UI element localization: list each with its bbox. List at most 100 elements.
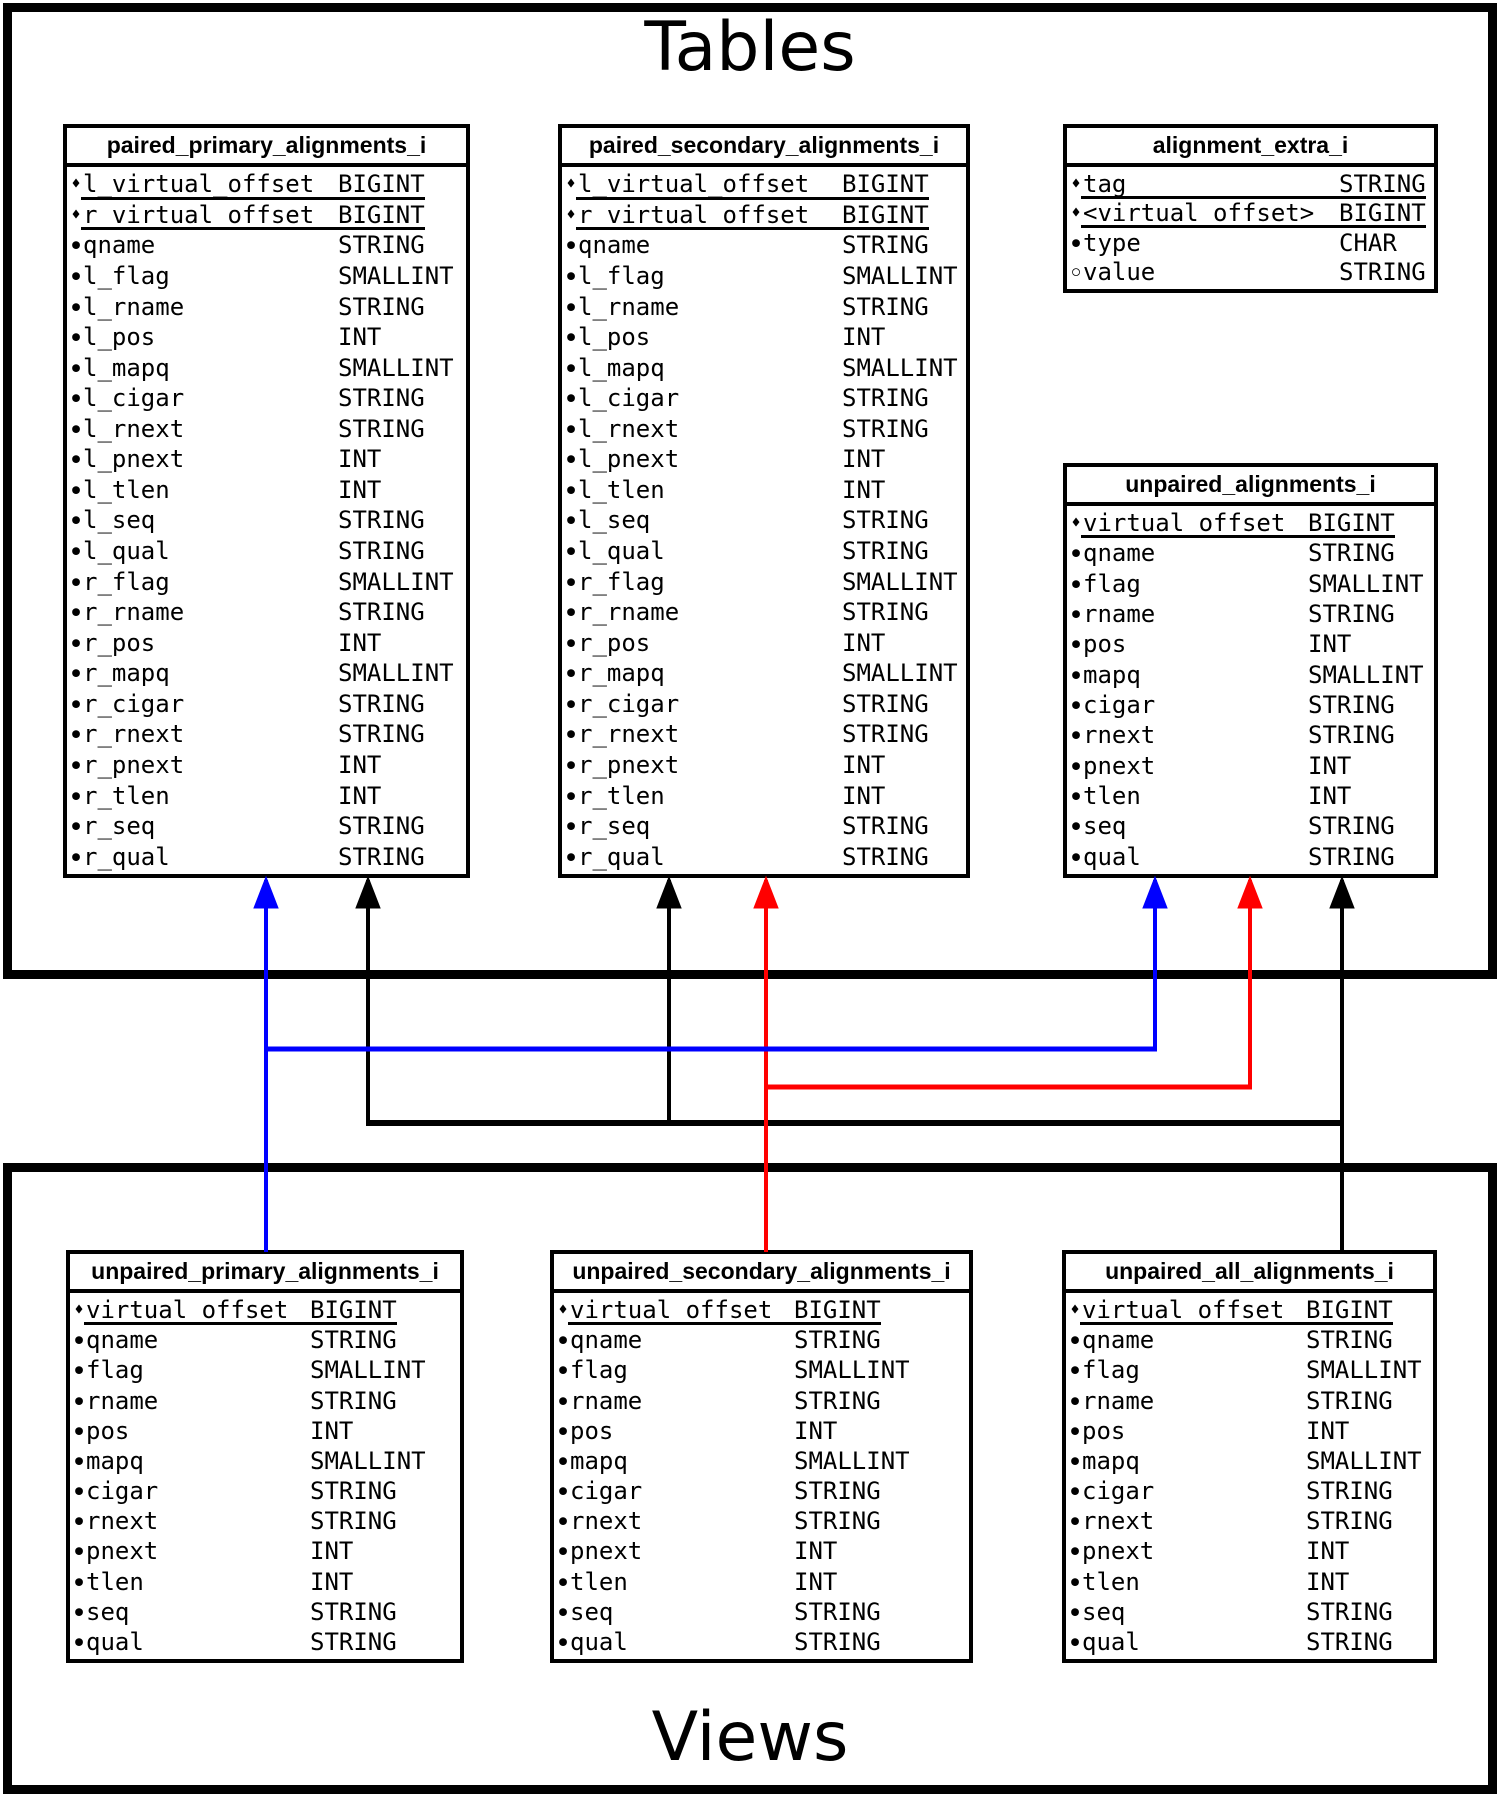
column-row: ● rname STRING [1066, 1386, 1433, 1416]
column-name: pos [1082, 1416, 1126, 1445]
column-bullet-icon: ● [72, 390, 80, 406]
column-name: mapq [86, 1446, 144, 1475]
column-name: pos [570, 1416, 614, 1445]
column-row: ● qname STRING [70, 1325, 460, 1355]
column-bullet-icon: ● [1072, 818, 1080, 834]
column-name: r_tlen [578, 781, 665, 810]
column-row: ● l_seq STRING [562, 505, 966, 536]
column-type: INT [1308, 630, 1352, 659]
column-row: ● seq STRING [1066, 1597, 1433, 1627]
column-type: STRING [1308, 842, 1395, 871]
column-type: STRING [842, 506, 929, 535]
views-section-title: Views [651, 1698, 849, 1777]
column-name: pnext [1082, 1537, 1155, 1566]
column-type: INT [1306, 1567, 1350, 1596]
column-name: rname [1083, 600, 1156, 629]
column-row: ● l_flag SMALLINT [67, 261, 466, 292]
column-type: STRING [842, 231, 929, 260]
column-bullet-icon: ● [559, 1423, 567, 1439]
column-type: INT [310, 1567, 354, 1596]
column-name: virtual_offset [1083, 509, 1286, 538]
column-name: rnext [1082, 1507, 1155, 1536]
column-row: ● qual STRING [70, 1627, 460, 1657]
column-name: l_mapq [83, 353, 170, 382]
column-name: l_pnext [578, 445, 680, 474]
column-bullet-icon: ● [567, 726, 575, 742]
column-bullet-icon: ● [559, 1362, 567, 1378]
column-type: INT [842, 323, 886, 352]
column-type: STRING [1306, 1386, 1393, 1415]
column-name: r_mapq [83, 659, 170, 688]
column-type: STRING [842, 720, 929, 749]
column-row: ● r_rname STRING [67, 597, 466, 628]
column-row: ● qual STRING [554, 1627, 969, 1657]
column-row: ♦ virtual_offset BIGINT [1067, 508, 1434, 539]
column-row: ♦ l_virtual_offset BIGINT [67, 169, 466, 200]
column-row: ♦ tag STRING [1067, 169, 1434, 199]
column-bullet-icon: ● [72, 543, 80, 559]
column-name: r_seq [578, 812, 651, 841]
column-row: ● rname STRING [1067, 599, 1434, 629]
column-name: cigar [86, 1477, 159, 1506]
entity-table-header: unpaired_all_alignments_i [1066, 1254, 1433, 1293]
column-row: ● r_mapq SMALLINT [562, 658, 966, 689]
column-bullet-icon: ● [72, 360, 80, 376]
column-name: rname [86, 1386, 159, 1415]
column-row: ● tlen INT [1067, 781, 1434, 811]
column-bullet-icon: ● [559, 1634, 567, 1650]
column-bullet-icon: ♦ [71, 174, 81, 193]
column-bullet-icon: ● [1071, 1513, 1079, 1529]
column-bullet-icon: ● [1071, 1604, 1079, 1620]
column-bullet-icon: ● [567, 360, 575, 376]
column-row: ♦ virtual_offset BIGINT [1066, 1295, 1433, 1326]
column-bullet-icon: ● [72, 788, 80, 804]
column-bullet-icon: ● [1071, 1543, 1079, 1559]
column-type: INT [1308, 782, 1352, 811]
column-name: flag [1083, 569, 1141, 598]
column-row: ● r_flag SMALLINT [67, 566, 466, 597]
column-row: ● r_pnext INT [67, 750, 466, 781]
column-type: INT [338, 475, 382, 504]
column-type: STRING [338, 842, 425, 871]
tables-section-title: Tables [644, 8, 856, 87]
column-type: STRING [338, 506, 425, 535]
column-name: qname [578, 231, 651, 260]
entity-table-header: unpaired_alignments_i [1067, 467, 1434, 506]
column-bullet-icon: ● [559, 1574, 567, 1590]
column-type: SMALLINT [310, 1446, 426, 1475]
column-bullet-icon: ● [1072, 849, 1080, 865]
column-type: SMALLINT [1308, 660, 1424, 689]
column-name: flag [1082, 1356, 1140, 1385]
column-type: INT [842, 750, 886, 779]
views-container-box [3, 1163, 1497, 1794]
column-type: SMALLINT [1306, 1446, 1422, 1475]
column-name: cigar [1083, 691, 1156, 720]
column-name: qual [1083, 842, 1141, 871]
column-type: STRING [338, 414, 425, 443]
column-row: ● rnext STRING [1066, 1506, 1433, 1536]
column-bullet-icon: ● [567, 543, 575, 559]
column-type: STRING [1306, 1326, 1393, 1355]
column-type: STRING [842, 812, 929, 841]
column-bullet-icon: ♦ [558, 1300, 568, 1319]
column-row: ● qname STRING [554, 1325, 969, 1355]
column-type: BIGINT [338, 170, 425, 199]
column-type: STRING [794, 1597, 881, 1626]
column-row: ● pnext INT [70, 1536, 460, 1566]
column-row: ● mapq SMALLINT [70, 1446, 460, 1476]
column-row: ● r_cigar STRING [562, 689, 966, 720]
column-bullet-icon: ● [1072, 667, 1080, 683]
column-row: ● r_pos INT [562, 627, 966, 658]
entity-table-body: ♦ virtual_offset BIGINT ● qname STRING ●… [1067, 506, 1434, 874]
column-row: ● rname STRING [70, 1386, 460, 1416]
column-type: SMALLINT [1308, 569, 1424, 598]
column-bullet-icon: ● [1071, 1362, 1079, 1378]
column-type: STRING [1308, 812, 1395, 841]
column-name: rnext [570, 1507, 643, 1536]
column-row: ● qname STRING [562, 230, 966, 261]
column-row: ● r_tlen INT [562, 780, 966, 811]
column-name: qname [1083, 539, 1156, 568]
column-name: tlen [1082, 1567, 1140, 1596]
column-type: BIGINT [310, 1296, 397, 1325]
column-type: SMALLINT [794, 1446, 910, 1475]
